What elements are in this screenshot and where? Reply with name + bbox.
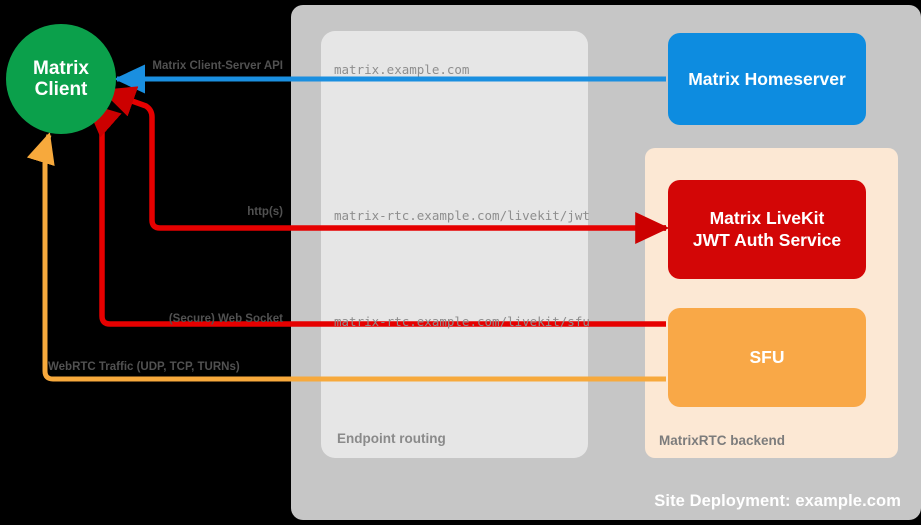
node-sfu[interactable]: SFU xyxy=(668,308,866,407)
jwt-label-line1: Matrix LiveKit xyxy=(709,207,825,228)
node-matrix-livekit-jwt-auth-service[interactable]: Matrix LiveKit JWT Auth Service xyxy=(668,180,866,279)
protocol-label-web-socket: (Secure) Web Socket xyxy=(168,313,283,325)
matrix-homeserver-label: Matrix Homeserver xyxy=(688,68,846,89)
endpoint-routing-container: Endpoint routing xyxy=(321,31,588,458)
protocol-label-webrtc-traffic: WebRTC Traffic (UDP, TCP, TURNs) xyxy=(48,361,240,373)
site-deployment-label: Site Deployment: example.com xyxy=(654,492,901,510)
protocol-label-matrix-client-server-api: Matrix Client-Server API xyxy=(152,60,283,72)
endpoint-routing-label: Endpoint routing xyxy=(337,431,446,446)
node-matrix-homeserver[interactable]: Matrix Homeserver xyxy=(668,33,866,125)
endpoint-text-matrix: matrix.example.com xyxy=(334,62,470,77)
endpoint-text-livekit-sfu: matrix-rtc.example.com/livekit/sfu xyxy=(334,314,590,329)
sfu-label: SFU xyxy=(749,347,785,367)
protocol-label-https: http(s) xyxy=(247,206,283,218)
jwt-label-line2: JWT Auth Service xyxy=(692,229,842,250)
matrix-client-line2: Client xyxy=(34,79,88,100)
matrix-client-line1: Matrix xyxy=(33,57,89,79)
matrixrtc-backend-label: MatrixRTC backend xyxy=(659,433,786,448)
node-matrix-client[interactable]: Matrix Client xyxy=(6,24,116,134)
endpoint-text-livekit-jwt: matrix-rtc.example.com/livekit/jwt xyxy=(334,208,590,223)
